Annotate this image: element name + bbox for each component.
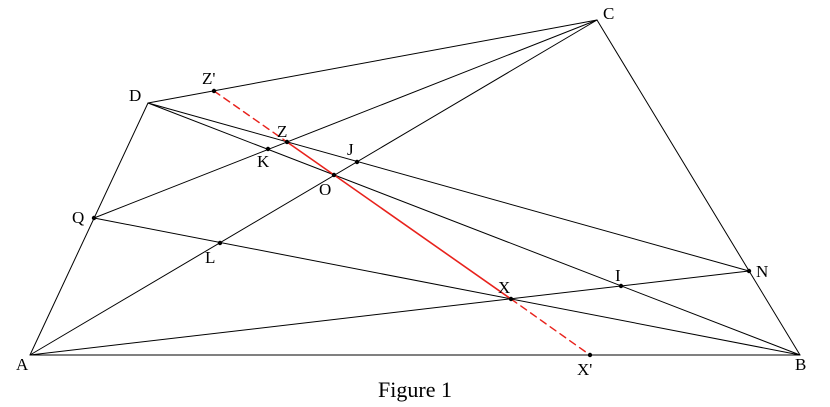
point-J — [354, 159, 360, 165]
label-A: A — [16, 355, 29, 374]
segment-X-Xp — [510, 298, 591, 356]
point-Q — [91, 215, 97, 221]
segment-Q-B — [93, 217, 801, 356]
point-Xp — [587, 352, 593, 358]
figure-caption: Figure 1 — [378, 377, 452, 402]
label-Z: Z — [277, 122, 287, 141]
label-K: K — [257, 152, 270, 171]
point-Z — [284, 139, 290, 145]
point-O — [331, 172, 337, 178]
label-N: N — [756, 262, 768, 281]
label-Q: Q — [72, 208, 84, 227]
label-J: J — [347, 140, 354, 159]
point-K — [265, 146, 271, 152]
point-I — [618, 283, 624, 289]
segment-Zp-Z — [213, 90, 288, 143]
segment-D-B — [147, 102, 801, 356]
segment-A-N — [29, 270, 750, 356]
label-Zp: Z' — [202, 69, 215, 88]
segment-C-D — [147, 19, 598, 104]
point-L — [217, 240, 223, 246]
segment-A-C — [29, 19, 598, 356]
label-Xp: X' — [577, 360, 592, 379]
label-X: X — [498, 278, 510, 297]
label-L: L — [205, 248, 215, 267]
point-Zp — [211, 88, 217, 94]
segment-B-C — [596, 19, 801, 356]
point-X — [508, 296, 514, 302]
segment-Q-C — [93, 19, 598, 219]
point-N — [746, 268, 752, 274]
label-D: D — [129, 86, 141, 105]
label-I: I — [615, 266, 621, 285]
label-B: B — [795, 355, 806, 374]
segment-D-N — [147, 102, 750, 272]
label-C: C — [603, 4, 614, 23]
segment-D-A — [29, 102, 149, 356]
label-O: O — [319, 180, 331, 199]
segment-Z-X — [286, 141, 512, 300]
